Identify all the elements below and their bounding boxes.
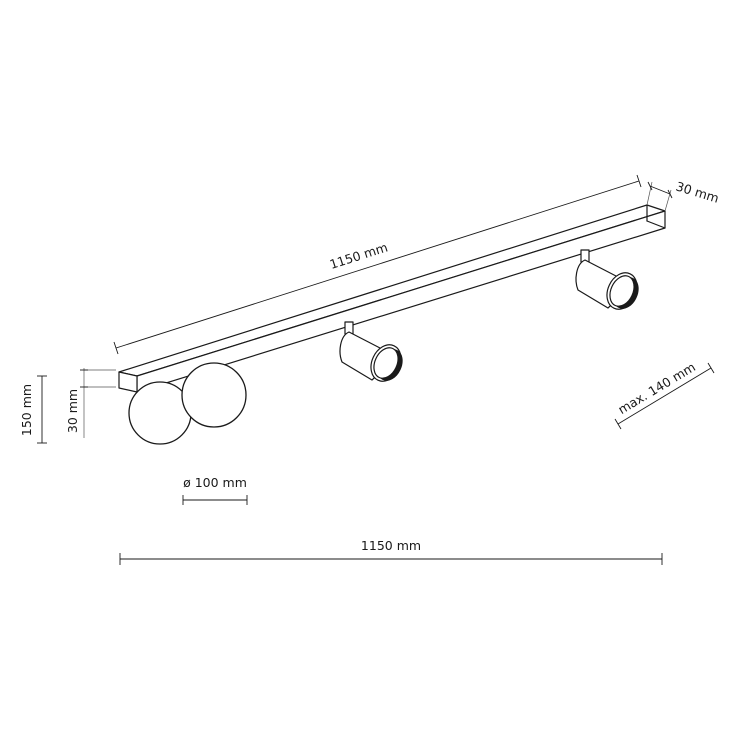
dimension-rail-length-bottom: 1150 mm <box>119 538 663 565</box>
dimension-rail-depth: 30 mm <box>646 179 721 212</box>
dimension-globe-diameter: ø 100 mm <box>182 475 248 505</box>
spotlight-right <box>575 249 639 310</box>
ceiling-rail <box>118 204 666 393</box>
label-rail-depth: 30 mm <box>674 179 721 206</box>
spotlight-middle <box>339 321 403 382</box>
dimension-total-height: 150 mm <box>19 375 47 444</box>
label-spot-reach: max. 140 mm <box>615 359 698 417</box>
label-globe-diameter: ø 100 mm <box>183 475 247 490</box>
dimension-rail-length-top: 1150 mm <box>113 174 642 355</box>
dimension-rail-height: 30 mm <box>65 368 116 438</box>
label-rail-length-top: 1150 mm <box>328 239 390 272</box>
label-rail-length-bottom: 1150 mm <box>361 538 421 553</box>
label-rail-height: 30 mm <box>65 389 80 433</box>
globe-lamp-right <box>181 362 247 428</box>
label-total-height: 150 mm <box>19 384 34 436</box>
dimension-spot-reach: max. 140 mm <box>614 359 715 430</box>
